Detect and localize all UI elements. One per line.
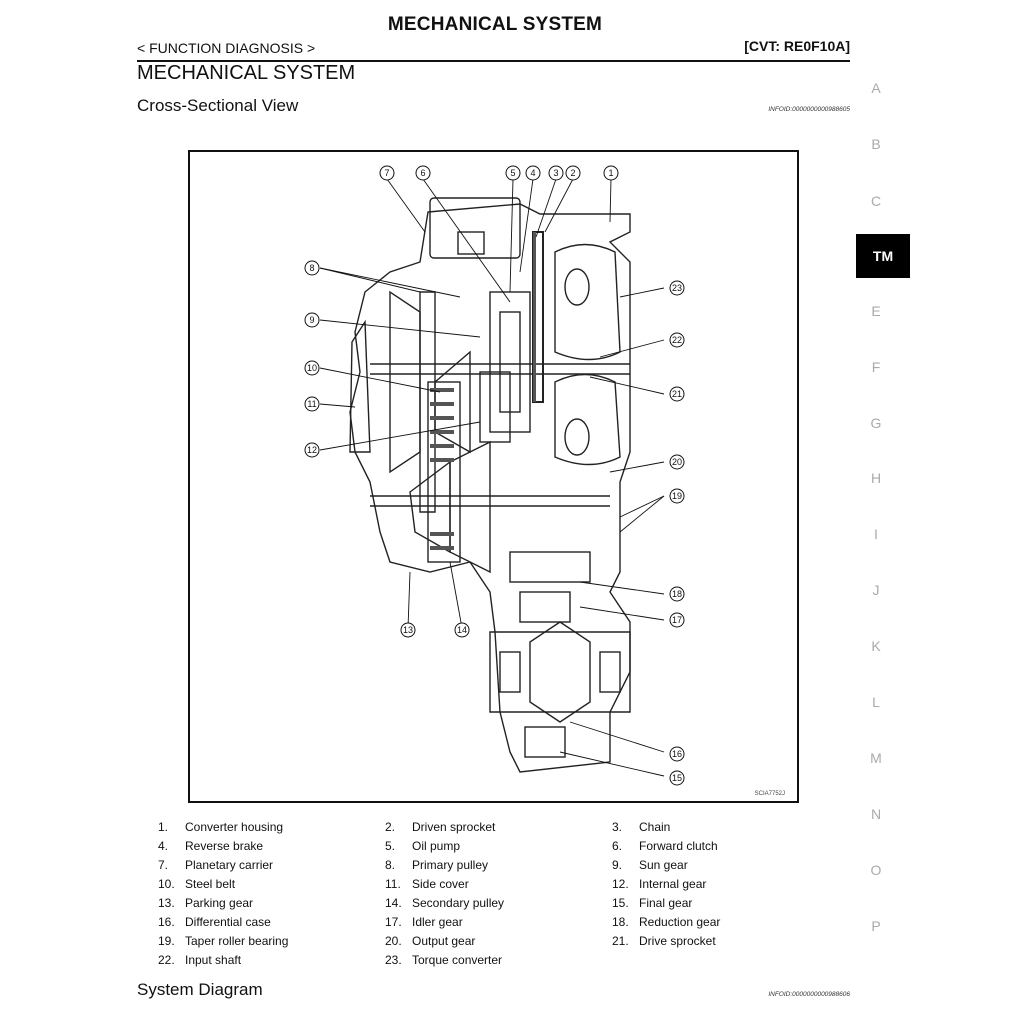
legend-item: 14.Secondary pulley bbox=[385, 896, 505, 910]
section-title: MECHANICAL SYSTEM bbox=[137, 62, 356, 84]
callout-label: 13 bbox=[403, 625, 413, 635]
cross-section-title: Cross-Sectional View bbox=[137, 96, 299, 115]
index-tab-c[interactable]: C bbox=[870, 193, 882, 209]
index-tab-o[interactable]: O bbox=[870, 862, 882, 878]
callout-label: 18 bbox=[672, 589, 682, 599]
legend-item: 22.Input shaft bbox=[158, 953, 242, 967]
callout-label: 20 bbox=[672, 457, 682, 467]
cross-section-figure: 1 2 3 4 5 6 7 8 9 10 11 12 13 14 15 16 1… bbox=[188, 150, 799, 803]
callout-label: 17 bbox=[672, 615, 682, 625]
legend-item: 12.Internal gear bbox=[612, 877, 707, 891]
index-tab-e[interactable]: E bbox=[871, 303, 881, 319]
index-tab-g[interactable]: G bbox=[870, 415, 882, 431]
legend-item: 5.Oil pump bbox=[385, 839, 461, 853]
legend-item: 8.Primary pulley bbox=[385, 858, 489, 872]
cross-section-info-id: INFOID:0000000000988605 bbox=[768, 106, 850, 113]
callout-label: 14 bbox=[457, 625, 467, 635]
callout-label: 8 bbox=[309, 263, 314, 273]
callout-label: 15 bbox=[672, 773, 682, 783]
callout-label: 19 bbox=[672, 491, 682, 501]
breadcrumb: < FUNCTION DIAGNOSIS > bbox=[137, 40, 316, 56]
transmission-cutaway-drawing: 1 2 3 4 5 6 7 8 9 10 11 12 13 14 15 16 1… bbox=[304, 165, 685, 786]
callout-label: 3 bbox=[553, 168, 558, 178]
index-tab-n[interactable]: N bbox=[870, 806, 882, 822]
figure-code: SCIA7752J bbox=[754, 791, 785, 797]
callout-label: 12 bbox=[307, 445, 317, 455]
callout-label: 1 bbox=[608, 168, 613, 178]
callout-label: 23 bbox=[672, 283, 682, 293]
legend-item: 19.Taper roller bearing bbox=[158, 934, 289, 948]
legend-item: 23.Torque converter bbox=[385, 953, 503, 967]
callout-label: 2 bbox=[570, 168, 575, 178]
index-tab-k[interactable]: K bbox=[871, 638, 881, 654]
header-divider bbox=[137, 60, 850, 62]
callout-label: 9 bbox=[309, 315, 314, 325]
index-tab-a[interactable]: A bbox=[871, 80, 881, 96]
index-tab-m[interactable]: M bbox=[870, 750, 882, 766]
legend-item: 4.Reverse brake bbox=[158, 839, 264, 853]
callout-label: 21 bbox=[672, 389, 682, 399]
legend-item: 1.Converter housing bbox=[158, 820, 284, 834]
legend-item: 16.Differential case bbox=[158, 915, 271, 929]
callout-label: 22 bbox=[672, 335, 682, 345]
index-tab-l[interactable]: L bbox=[872, 694, 880, 710]
callout-label: 5 bbox=[510, 168, 515, 178]
legend-item: 9.Sun gear bbox=[612, 858, 688, 872]
legend-item: 21.Drive sprocket bbox=[612, 934, 716, 948]
callout-label: 11 bbox=[307, 399, 316, 409]
index-tab-j[interactable]: J bbox=[872, 582, 880, 598]
callout-label: 10 bbox=[307, 363, 317, 373]
legend-item: 17.Idler gear bbox=[385, 915, 463, 929]
callout-label: 16 bbox=[672, 749, 682, 759]
page-top-title: MECHANICAL SYSTEM bbox=[387, 14, 603, 35]
legend-item: 10.Steel belt bbox=[158, 877, 236, 891]
index-tab-h[interactable]: H bbox=[870, 470, 882, 486]
callout-label: 4 bbox=[530, 168, 535, 178]
callout-label: 7 bbox=[384, 168, 389, 178]
legend-item: 20.Output gear bbox=[385, 934, 476, 948]
legend-item: 2.Driven sprocket bbox=[385, 820, 496, 834]
system-diagram-info-id: INFOID:0000000000988606 bbox=[768, 991, 850, 998]
callout-label: 6 bbox=[420, 168, 425, 178]
legend-item: 13.Parking gear bbox=[158, 896, 254, 910]
legend-item: 6.Forward clutch bbox=[612, 839, 718, 853]
legend-item: 7.Planetary carrier bbox=[158, 858, 274, 872]
system-diagram-title: System Diagram bbox=[137, 980, 263, 999]
legend-item: 18.Reduction gear bbox=[612, 915, 721, 929]
index-tab-i[interactable]: I bbox=[874, 526, 878, 542]
index-tab-tm[interactable]: TM bbox=[856, 234, 910, 278]
legend-item: 11.Side cover bbox=[385, 877, 469, 891]
index-tab-f[interactable]: F bbox=[871, 359, 881, 375]
index-tab-p[interactable]: P bbox=[871, 918, 881, 934]
legend-item: 3.Chain bbox=[612, 820, 671, 834]
document-code: [CVT: RE0F10A] bbox=[744, 38, 850, 54]
legend-item: 15.Final gear bbox=[612, 896, 693, 910]
index-tab-b[interactable]: B bbox=[871, 136, 881, 152]
